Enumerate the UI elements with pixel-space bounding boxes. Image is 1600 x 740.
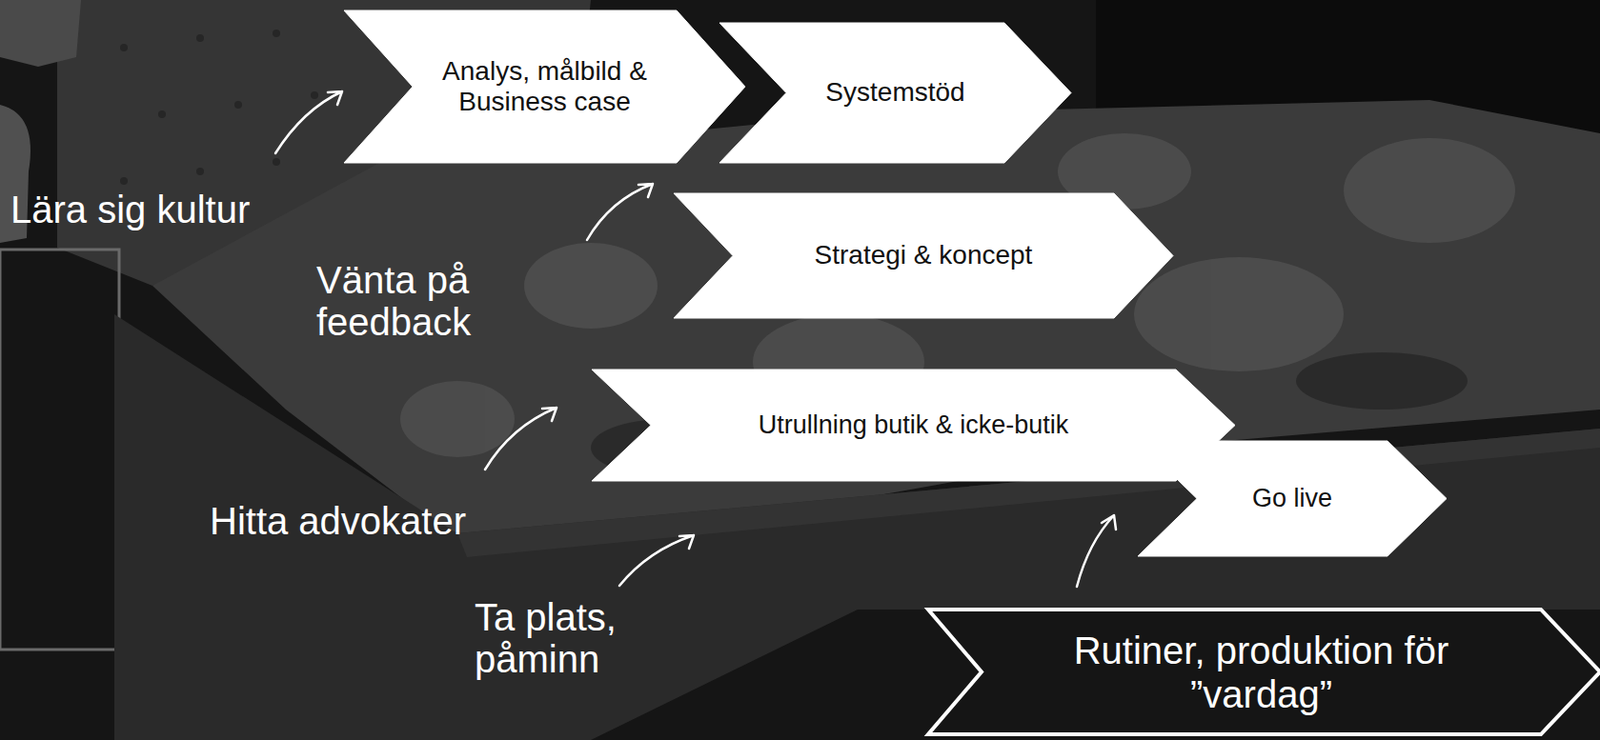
process-chevron: Go live xyxy=(1137,441,1447,557)
lamp-shade xyxy=(0,0,82,67)
node-text-area: Systemstöd xyxy=(719,22,1072,163)
annotation-label: Vänta på feedback xyxy=(316,259,517,344)
node-text-area: Analys, målbild & Business case xyxy=(344,10,746,163)
leader-arrow xyxy=(587,183,653,241)
annotation-label: Hitta advokater xyxy=(209,500,534,543)
nightstand xyxy=(0,249,120,650)
node-label: Systemstöd xyxy=(825,77,965,108)
node-label: Go live xyxy=(1252,484,1333,514)
node-label: Strategi & koncept xyxy=(814,240,1033,271)
process-chevron: Analys, målbild & Business case xyxy=(344,10,746,163)
chevron-outline xyxy=(344,10,746,163)
node-label: Rutiner, produktion för ”vardag” xyxy=(1023,628,1500,717)
chevron-outline xyxy=(591,369,1236,482)
leader-arrow xyxy=(485,407,557,470)
annotation-label: Lära sig kultur xyxy=(10,188,325,231)
headboard-tufts xyxy=(120,29,319,185)
node-label: Utrullning butik & icke-butik xyxy=(758,410,1070,441)
chevron-outline xyxy=(673,193,1174,319)
process-chevron: Systemstöd xyxy=(719,22,1072,163)
annotation-label: Ta plats, påminn xyxy=(474,596,666,681)
chevron-outline xyxy=(1137,441,1447,557)
node-text-area: Rutiner, produktion för ”vardag” xyxy=(928,609,1600,735)
node-text-area: Utrullning butik & icke-butik xyxy=(591,369,1236,482)
node-text-area: Strategi & koncept xyxy=(673,193,1174,319)
chevron-outline xyxy=(928,609,1600,735)
chevron-shape xyxy=(928,609,1600,735)
chevron-outline xyxy=(719,22,1072,163)
process-chevron: Strategi & koncept xyxy=(673,193,1174,319)
leader-arrow xyxy=(1076,515,1116,588)
leader-arrow xyxy=(275,91,343,154)
leader-arrow xyxy=(619,535,694,587)
node-text-area: Go live xyxy=(1137,441,1447,557)
process-chevron: Utrullning butik & icke-butik xyxy=(591,369,1236,482)
bed-base xyxy=(114,314,1600,740)
outlined-chevron: Rutiner, produktion för ”vardag” xyxy=(928,609,1600,735)
node-label: Analys, målbild & Business case xyxy=(422,56,668,118)
